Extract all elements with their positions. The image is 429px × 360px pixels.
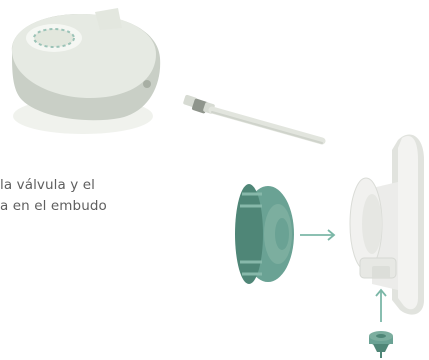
green-membrane (235, 184, 294, 284)
instruction-line-2: a en el embudo (0, 198, 107, 214)
breast-shield-funnel (349, 134, 424, 315)
arrow-up-icon (375, 288, 387, 322)
instruction-text: la válvula y el a en el embudo (0, 175, 190, 217)
pump-motor-unit (11, 8, 161, 134)
instruction-line-1: la válvula y el (0, 177, 96, 193)
arrow-right-icon (300, 229, 336, 241)
green-valve (369, 331, 393, 358)
tube-connector (183, 94, 326, 145)
